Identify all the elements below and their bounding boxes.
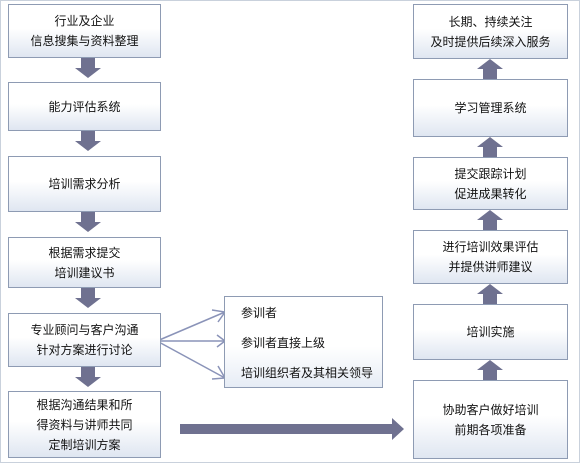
left-box-line: 信息搜集与资料整理 [30,34,139,48]
right-box-tracking-plan: 提交跟踪计划 促进成果转化 [413,157,568,210]
right-box-line: 及时提供后续深入服务 [430,34,551,49]
arrow-down-4 [75,288,101,308]
arrow-down-2 [75,131,101,151]
left-box-ability-assessment: 能力评估系统 [8,82,161,131]
participants-box: 参训者 参训者直接上级 培训组织者及其相关领导 [224,296,383,388]
participant-item: 参训者直接上级 [241,336,326,350]
arrow-up-4 [477,137,503,157]
left-box-line: 得资料与讲师共同 [36,417,133,432]
arrow-down-3 [75,212,101,232]
left-box-line: 培训需求分析 [48,177,121,191]
right-box-line: 培训实施 [466,325,515,339]
left-box-line: 能力评估系统 [48,99,121,114]
left-box-line: 针对方案进行讨论 [36,343,133,357]
left-box-line: 专业顾问与客户沟通 [30,323,139,337]
right-box-effect-evaluation: 进行培训效果评估 并提供讲师建议 [413,230,568,284]
arrow-up-2 [477,284,503,304]
left-box-proposal: 根据需求提交 培训建议书 [8,237,161,288]
participant-item: 培训组织者及其相关领导 [241,366,374,380]
right-box-line: 并提供讲师建议 [448,260,533,274]
right-box-preparation: 协助客户做好培训 前期各项准备 [413,380,568,459]
arrow-up-1 [477,360,503,380]
right-box-follow-up-service: 长期、持续关注 及时提供后续深入服务 [413,4,568,59]
left-box-line: 行业及企业 [54,14,115,28]
right-box-training-implementation: 培训实施 [413,304,568,360]
right-box-line: 提交跟踪计划 [454,166,527,181]
arrow-up-5 [477,59,503,79]
right-box-line: 协助客户做好培训 [442,402,539,417]
left-box-info-gathering: 行业及企业 信息搜集与资料整理 [8,4,161,58]
participant-item: 参训者 [241,306,278,320]
left-box-line: 培训建议书 [54,265,115,280]
arrow-down-1 [75,58,101,78]
left-box-custom-plan: 根据沟通结果和所 得资料与讲师共同 定制培训方案 [8,391,161,458]
left-box-consultant-discussion: 专业顾问与客户沟通 针对方案进行讨论 [8,313,161,367]
left-box-line: 根据沟通结果和所 [36,397,133,412]
right-box-line: 进行培训效果评估 [442,240,539,254]
left-box-line: 根据需求提交 [48,245,121,260]
right-box-line: 长期、持续关注 [448,14,533,29]
arrow-up-3 [477,210,503,230]
right-box-learning-management: 学习管理系统 [413,79,568,137]
left-box-line: 定制培训方案 [48,437,121,452]
arrow-right [180,418,404,440]
right-box-line: 前期各项准备 [454,422,527,437]
connector-line-1 [156,311,226,342]
connector-line-3 [156,340,226,379]
right-box-line: 促进成果转化 [454,186,527,201]
right-box-line: 学习管理系统 [454,101,527,115]
left-box-needs-analysis: 培训需求分析 [8,156,161,212]
arrow-down-5 [75,367,101,387]
